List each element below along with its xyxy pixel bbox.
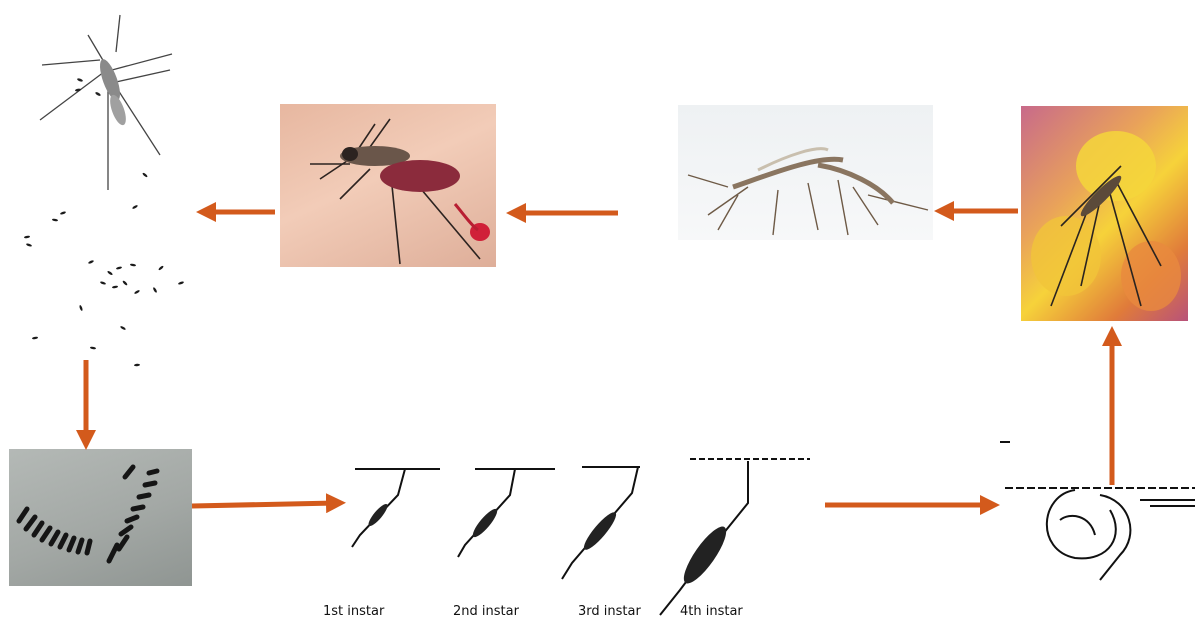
arrow-raft-to-larvae — [192, 503, 336, 506]
